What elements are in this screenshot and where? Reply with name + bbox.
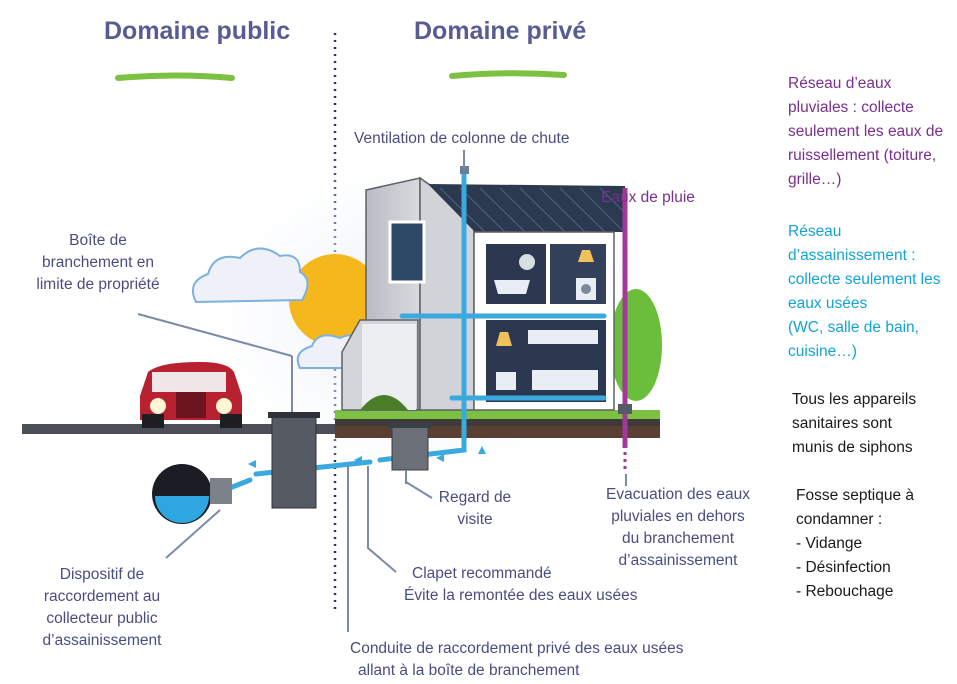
- label-line: Clapet recommandé: [412, 565, 552, 582]
- note-line: seulement les eaux de: [788, 123, 944, 141]
- note-line: sanitaires sont: [792, 415, 892, 433]
- label-line: branchement en: [41, 254, 155, 271]
- note-line: grille…): [788, 171, 842, 189]
- heading-domaine-public: Domaine public: [104, 17, 291, 45]
- label-boite-de-branchement: Boîte de branchement en limite de propri…: [8, 230, 188, 296]
- ventilation-cap: [460, 166, 469, 174]
- note-line: eaux usées: [788, 295, 868, 313]
- note-reseau-eaux-pluviales: Réseau d’eaux pluviales : collecte seule…: [788, 72, 943, 192]
- road: [22, 424, 342, 434]
- label-line: Regard de: [438, 489, 512, 506]
- underline-public: [115, 72, 235, 81]
- car-icon: [140, 362, 242, 428]
- roof: [428, 184, 625, 232]
- label-line: du branchement: [621, 530, 735, 547]
- label-eaux-de-pluie: Eaux de pluie: [601, 189, 695, 206]
- label-ventilation: Ventilation de colonne de chute: [354, 130, 570, 147]
- note-line: Réseau d’eaux: [788, 75, 892, 92]
- regard-de-visite: [391, 425, 429, 471]
- label-line: Evacuation des eaux: [606, 486, 750, 503]
- note-line: Fosse septique à: [796, 487, 915, 504]
- note-line: d’assainissement :: [788, 247, 916, 265]
- note-fosse-septique: Fosse septique à condamner : - Vidange -…: [796, 484, 914, 604]
- label-line: collecteur public: [46, 610, 158, 627]
- label-line: Boîte de: [69, 232, 127, 249]
- note-line: Tous les appareils: [792, 391, 917, 408]
- note-line: pluviales : collecte: [788, 99, 914, 117]
- note-line: condamner :: [796, 511, 883, 529]
- label-line: pluviales en dehors: [611, 508, 745, 525]
- house: [341, 176, 625, 411]
- label-line: Dispositif de: [59, 566, 145, 583]
- note-line: - Rebouchage: [796, 583, 894, 601]
- flow-arrows: [248, 446, 486, 468]
- note-line: ruissellement (toiture,: [788, 147, 937, 165]
- label-clapet: Clapet recommandé Évite la remontée des …: [404, 563, 638, 607]
- label-dispositif-raccordement: Dispositif de raccordement au collecteur…: [22, 564, 182, 652]
- label-line: Évite la remontée des eaux usées: [404, 587, 638, 604]
- label-line: raccordement au: [43, 588, 161, 605]
- heading-domaine-prive: Domaine privé: [414, 17, 587, 45]
- label-regard-de-visite: Regard de visite: [430, 487, 520, 531]
- note-line: collecte seulement les: [788, 271, 941, 289]
- label-line: limite de propriété: [36, 276, 160, 293]
- note-line: cuisine…): [788, 343, 857, 361]
- boite-de-branchement: [271, 415, 317, 509]
- note-line: - Désinfection: [796, 559, 891, 577]
- label-conduite-raccordement: Conduite de raccordement privé des eaux …: [350, 638, 683, 682]
- note-line: - Vidange: [796, 535, 863, 553]
- leader-lines: [137, 150, 627, 632]
- note-siphons: Tous les appareils sanitaires sont munis…: [792, 388, 916, 460]
- label-line: visite: [457, 511, 493, 528]
- collecteur-public: [152, 464, 232, 524]
- note-reseau-assainissement: Réseau d’assainissement : collecte seule…: [788, 220, 941, 364]
- note-line: Réseau: [788, 223, 842, 240]
- label-line: Conduite de raccordement privé des eaux …: [350, 640, 684, 657]
- label-line: d’assainissement: [618, 552, 738, 569]
- ground-strip: [335, 418, 660, 426]
- label-line: d’assainissement: [42, 632, 162, 649]
- tree-icon: [610, 289, 662, 401]
- note-line: munis de siphons: [792, 439, 913, 457]
- note-line: (WC, salle de bain,: [788, 319, 919, 337]
- soil: [335, 426, 660, 438]
- underline-prive: [449, 70, 567, 79]
- label-evacuation-eaux-pluviales: Evacuation des eaux pluviales en dehors …: [592, 484, 764, 572]
- cloud-icon: [192, 247, 309, 304]
- label-line: allant à la boîte de branchement: [358, 662, 580, 679]
- grass: [335, 410, 660, 419]
